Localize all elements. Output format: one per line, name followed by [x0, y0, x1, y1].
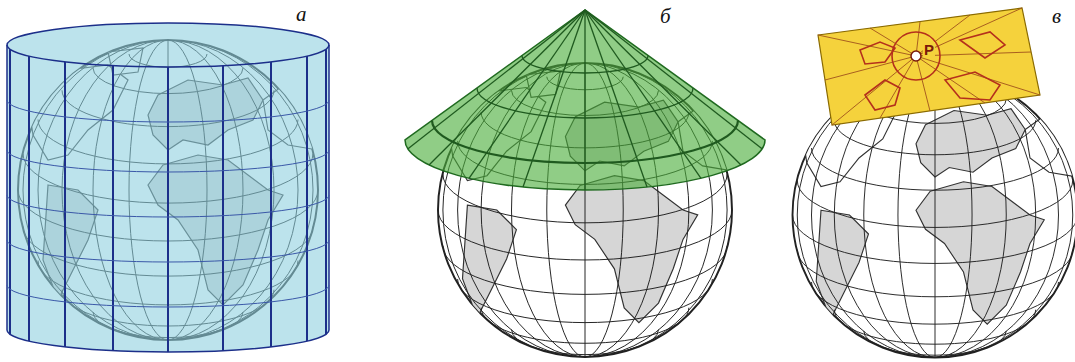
cylinder-meridian: [270, 62, 272, 347]
cylinder-meridian: [28, 56, 30, 341]
plane-ray: [818, 35, 916, 56]
cone-parallel: [522, 56, 648, 74]
plane-ray: [916, 8, 1022, 56]
cylinder-meridian: [167, 67, 169, 352]
pole-point: [911, 51, 921, 61]
tangent-plane: [818, 8, 1040, 125]
cylinder-parallel: [7, 285, 329, 307]
plane-continent: [945, 72, 1000, 100]
plane-ray: [916, 56, 930, 111]
cylinder-parallel: [7, 240, 329, 262]
plane-circle: [892, 32, 940, 80]
figure-letter: а: [296, 4, 307, 25]
cylinder-meridian: [9, 49, 11, 334]
figure-letter: б: [660, 6, 671, 27]
plane-continent: [860, 42, 895, 64]
cylinder-meridian: [306, 56, 308, 341]
plane-map: [860, 32, 1005, 110]
cylinder-parallel: [7, 195, 329, 217]
cylinder-meridian: [325, 49, 327, 334]
cone-surface: [405, 10, 765, 190]
cylinder-parallels: [7, 100, 329, 307]
cylinder-meridian: [222, 66, 224, 351]
figure-letter: в: [1052, 6, 1061, 27]
cylinder-meridian: [112, 66, 114, 351]
cylinder-parallel: [7, 100, 329, 122]
cone-grid: [408, 10, 762, 190]
plane-continent: [960, 32, 1005, 58]
plane-ray: [916, 56, 1040, 95]
plane-rays: [818, 8, 1040, 125]
plane-continent: [865, 80, 900, 110]
cylinder-rim: [7, 45, 329, 67]
cylinder-surface: [7, 23, 329, 352]
plane-ray: [832, 56, 916, 125]
cone-parallel: [432, 121, 738, 163]
cylinder-parallel: [7, 150, 329, 172]
point-label: P: [923, 42, 935, 57]
cone-parallel: [477, 88, 693, 118]
cylinder-meridian: [64, 62, 66, 347]
